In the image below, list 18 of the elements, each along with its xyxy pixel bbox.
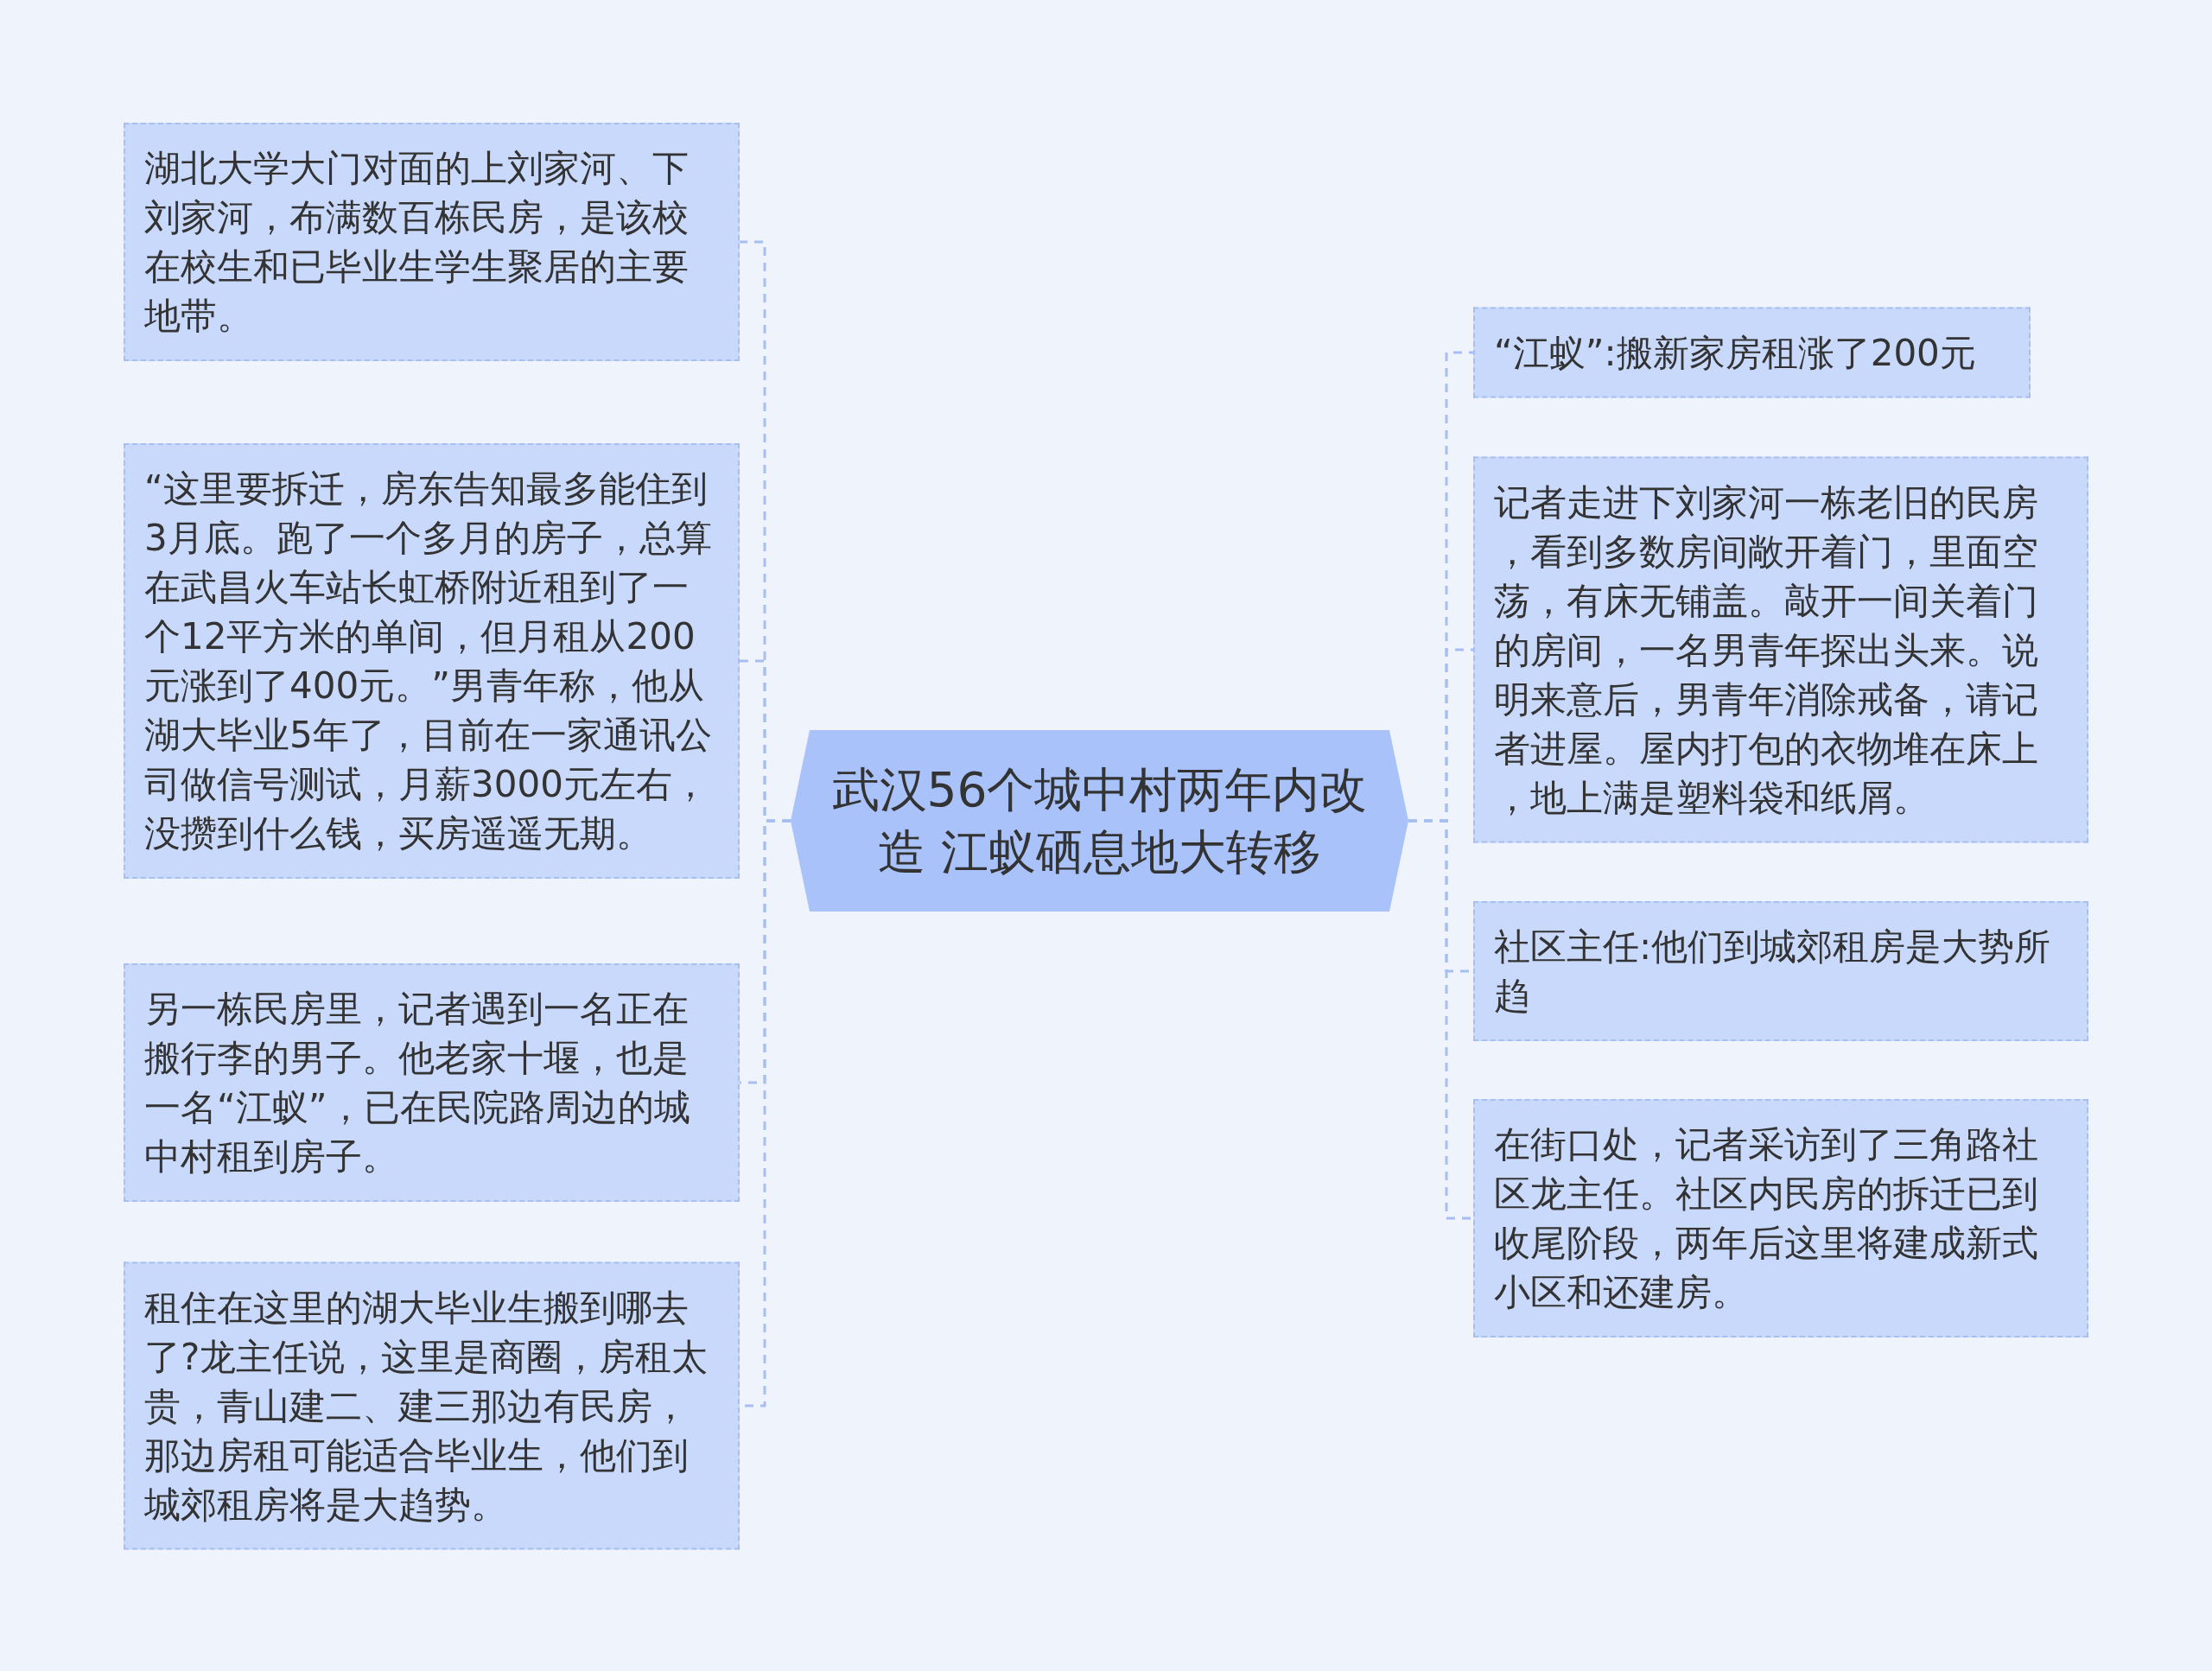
note-card bbox=[1473, 456, 2088, 843]
note-card bbox=[1473, 901, 2088, 1041]
note-text: 湖北大学大门对面的上刘家河、下刘家河，布满数百栋民房，是该校在校生和已毕业生学生聚居的主要地带。 bbox=[144, 146, 690, 339]
note-card bbox=[1473, 307, 2031, 398]
note-card bbox=[124, 123, 740, 361]
topic-title: 武汉56个城中村两年内改造 江蚁硒息地大转移 bbox=[830, 761, 1369, 881]
note-card bbox=[124, 1261, 740, 1550]
note-text: 在街口处，记者采访到了三角路社区龙主任。社区内民房的拆迁已到收尾阶段，两年后这里将建成新式小区和还建房。 bbox=[1494, 1122, 2039, 1315]
note-text: 记者走进下刘家河一栋老旧的民房，看到多数房间敞开着门，里面空荡，有床无铺盖。敲开一间关着门的房间，一名男青年探出头来。说明来意后，男青年消除戒备，请记者进屋。屋内打包的衣物堆在床上，地上满是塑料袋和纸屑。 bbox=[1494, 480, 2039, 821]
note-text: 另一栋民房里，记者遇到一名正在搬行李的男子。他老家十堰，也是一名“江蚁”，已在民院路周边的城中村租到房子。 bbox=[144, 987, 691, 1179]
note-card bbox=[124, 963, 740, 1202]
note-card bbox=[1473, 1099, 2088, 1337]
note-text: 社区主任:他们到城郊租房是大势所趋 bbox=[1494, 924, 2052, 1019]
note-card bbox=[124, 443, 740, 879]
note-text: “江蚁”:搬新家房租涨了200元 bbox=[1494, 330, 1977, 376]
note-text: 租住在这里的湖大毕业生搬到哪去了?龙主任说，这里是商圈，房租太贵，青山建二、建三那边有民房，那边房租可能适合毕业生，他们到城郊租房将是大趋势。 bbox=[144, 1285, 709, 1528]
topic-hexagon bbox=[791, 730, 1408, 912]
note-text: “这里要拆迁，房东告知最多能住到3月底。跑了一个多月的房子，总算在武昌火车站长虹桥附近租到了一个12平方米的单间，但月租从200元涨到了400元。”男青年称，他从湖大毕业5年了，目前在一家通讯公司做信号测试，月薪3000元左右，没攒到什么钱，买房遥遥无期。 bbox=[144, 467, 713, 856]
